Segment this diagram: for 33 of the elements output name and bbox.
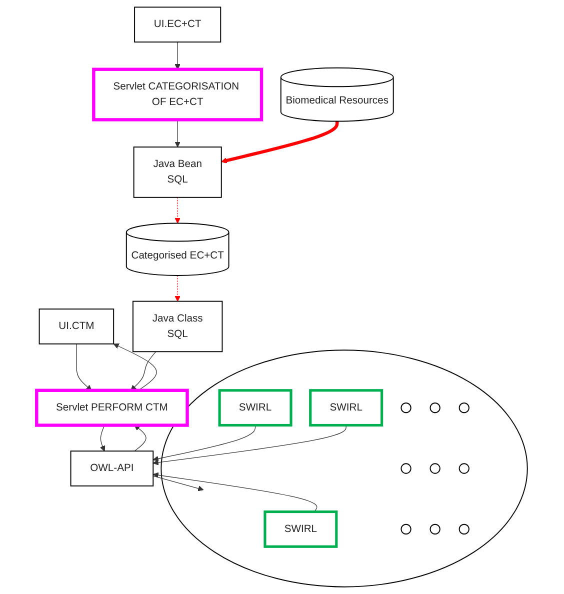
node-circle xyxy=(458,524,470,534)
node-circle xyxy=(458,463,470,474)
arrow xyxy=(100,424,106,452)
node-circle xyxy=(430,524,440,534)
node-box: Servlet CATEGORISATION OF EC+CT xyxy=(92,68,264,122)
node-box: OWL-API xyxy=(70,450,154,486)
node-box: UI.CTM xyxy=(38,308,114,344)
node-circle xyxy=(400,402,412,414)
arrow xyxy=(130,351,156,391)
arrow xyxy=(221,121,339,164)
node-circle xyxy=(430,463,440,474)
arrow xyxy=(174,197,180,224)
arrow xyxy=(134,425,146,452)
node-box: UI.EC+CT xyxy=(134,6,222,42)
arrow xyxy=(152,424,256,462)
node-box: SWIRL xyxy=(264,510,338,548)
node-circle xyxy=(400,463,412,474)
node-box: SWIRL xyxy=(309,389,384,427)
node-box: Java Bean SQL xyxy=(133,146,222,198)
arrow xyxy=(174,42,180,70)
node-box: Servlet PERFORM CTM xyxy=(35,388,189,427)
arrow xyxy=(174,275,180,302)
arrow xyxy=(152,472,318,512)
node-circle xyxy=(430,402,440,414)
node-circle xyxy=(400,524,412,534)
arrow xyxy=(152,424,346,466)
arrow xyxy=(76,344,92,391)
node-box: SWIRL xyxy=(218,389,292,427)
node-box: Java Class SQL xyxy=(132,300,223,352)
arrow xyxy=(152,476,204,492)
arrow xyxy=(113,344,157,391)
arrow xyxy=(174,119,180,148)
node-circle xyxy=(458,402,470,414)
